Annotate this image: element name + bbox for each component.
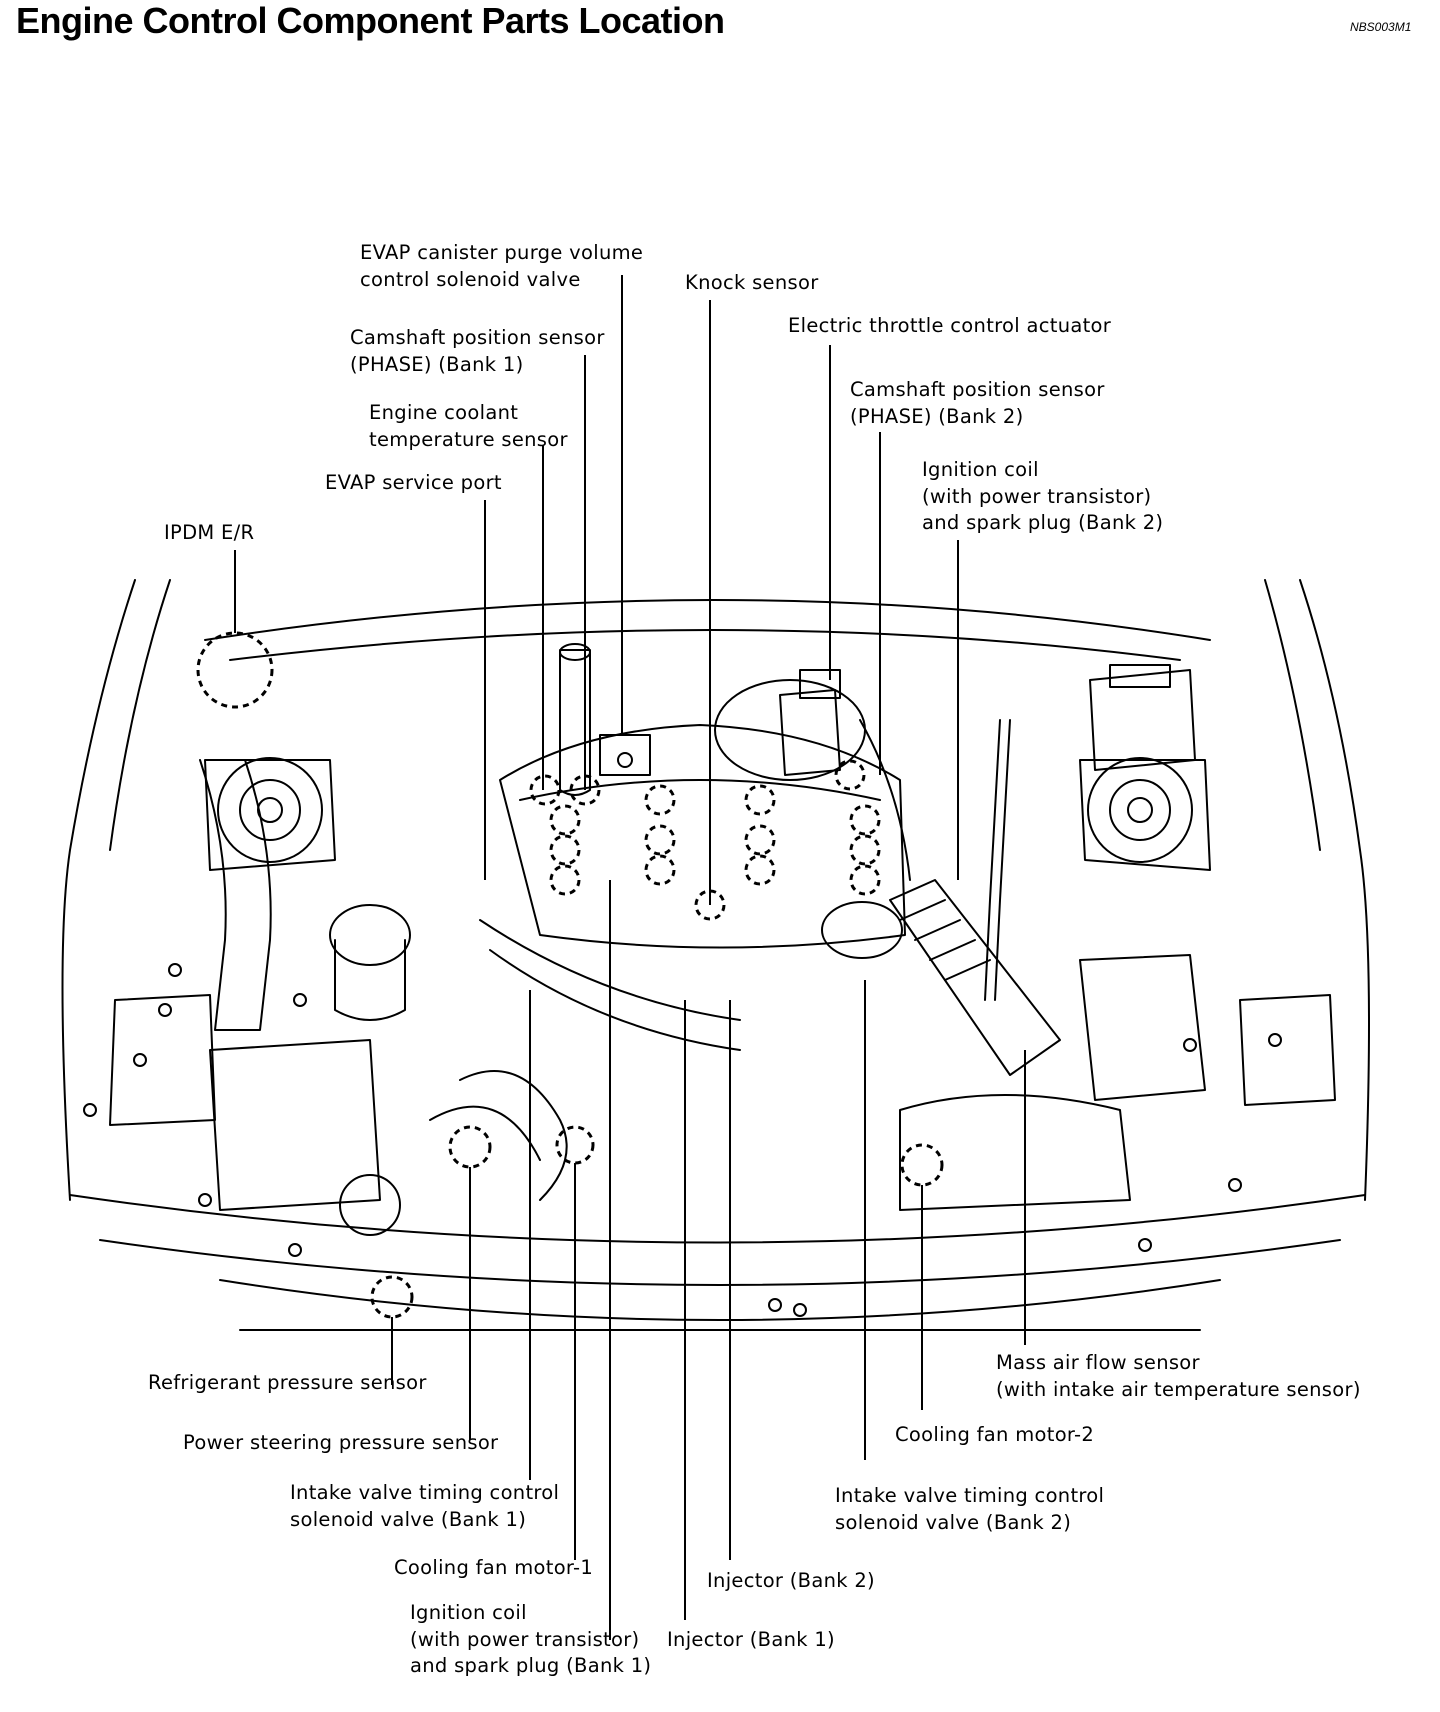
location-markers	[196, 631, 944, 1319]
label-knock-sensor: Knock sensor	[685, 271, 819, 294]
label-ignition-bank1: Ignition coil (with power transistor) an…	[410, 1601, 652, 1677]
engine-illustration	[61, 579, 1370, 1332]
label-injector-bank2: Injector (Bank 2)	[707, 1569, 875, 1592]
label-engine-coolant: Engine coolant temperature sensor	[369, 401, 568, 451]
label-refrigerant-pressure: Refrigerant pressure sensor	[148, 1371, 427, 1394]
label-intake-valve-bank1: Intake valve timing control solenoid val…	[290, 1481, 560, 1531]
label-cooling-fan-2: Cooling fan motor-2	[895, 1423, 1095, 1446]
label-injector-bank1: Injector (Bank 1)	[667, 1628, 835, 1651]
document-code: NBS003M1	[1350, 20, 1412, 34]
label-camshaft-bank1: Camshaft position sensor (PHASE) (Bank 1…	[350, 326, 605, 376]
label-ipdm: IPDM E/R	[164, 521, 255, 544]
label-power-steering: Power steering pressure sensor	[183, 1431, 499, 1454]
label-cooling-fan-1: Cooling fan motor-1	[394, 1556, 594, 1579]
leader-lines	[234, 275, 1026, 1640]
page-title: Engine Control Component Parts Location	[16, 0, 725, 41]
label-electric-throttle: Electric throttle control actuator	[788, 314, 1112, 337]
label-camshaft-bank2: Camshaft position sensor (PHASE) (Bank 2…	[850, 378, 1105, 428]
label-evap-service-port: EVAP service port	[325, 471, 502, 494]
label-mass-air-flow: Mass air flow sensor (with intake air te…	[996, 1351, 1361, 1401]
label-intake-valve-bank2: Intake valve timing control solenoid val…	[835, 1484, 1105, 1534]
label-ignition-bank2: Ignition coil (with power transistor) an…	[922, 458, 1164, 534]
label-evap-canister-purge: EVAP canister purge volume control solen…	[360, 241, 644, 291]
